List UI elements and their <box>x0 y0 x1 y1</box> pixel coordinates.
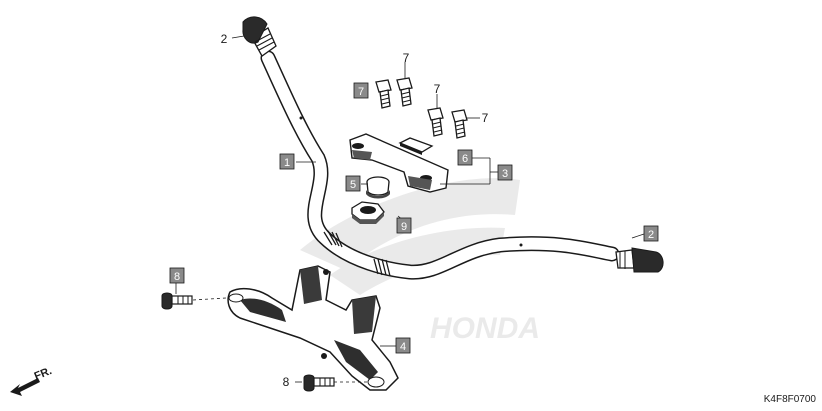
holder-plate <box>398 137 434 155</box>
lower-holder <box>227 265 399 391</box>
callout-2-left: 2 <box>221 32 228 46</box>
bolt-7c <box>427 107 444 137</box>
callout-1: 1 <box>279 153 295 170</box>
svg-text:8: 8 <box>174 271 180 283</box>
bar-end-weight-right <box>615 247 664 273</box>
callout-2-right: 2 <box>643 225 659 242</box>
svg-text:7: 7 <box>358 86 364 98</box>
upper-holder <box>349 133 449 193</box>
callout-7-c: 7 <box>482 111 489 125</box>
svg-text:6: 6 <box>462 153 468 165</box>
svg-text:7: 7 <box>482 111 489 125</box>
bushing <box>366 176 390 199</box>
callout-3: 3 <box>497 164 513 181</box>
svg-text:5: 5 <box>350 179 356 191</box>
callout-9: 9 <box>396 217 412 234</box>
callout-4: 4 <box>395 337 411 354</box>
callout-7-boxed: 7 <box>353 82 369 99</box>
front-direction-arrow: FR. <box>10 365 54 396</box>
svg-text:7: 7 <box>403 51 410 65</box>
callout-8: 8 <box>283 375 290 389</box>
svg-text:1: 1 <box>284 157 290 169</box>
svg-text:9: 9 <box>401 221 407 233</box>
svg-text:3: 3 <box>502 168 508 180</box>
callout-7-a: 7 <box>403 51 410 65</box>
bolt-7b <box>396 77 413 107</box>
svg-text:2: 2 <box>221 32 228 46</box>
callout-6: 6 <box>457 149 473 166</box>
bolt-8-lower <box>303 374 335 392</box>
svg-text:8: 8 <box>283 375 290 389</box>
bar-end-weight-left <box>242 16 277 57</box>
svg-text:2: 2 <box>648 229 654 241</box>
front-label: FR. <box>33 365 54 383</box>
svg-text:4: 4 <box>400 341 406 353</box>
callout-5: 5 <box>345 175 361 192</box>
svg-text:7: 7 <box>434 82 441 96</box>
diagram-code: K4F8F0700 <box>764 394 817 405</box>
callout-7-b: 7 <box>434 82 441 96</box>
bolt-7d <box>451 109 468 139</box>
bolt-7a <box>375 79 392 109</box>
bolt-8-upper <box>161 292 193 310</box>
handlebar <box>260 50 620 280</box>
honda-watermark-text: HONDA <box>430 312 540 345</box>
nut <box>351 201 385 224</box>
callout-8-boxed: 8 <box>169 267 185 284</box>
